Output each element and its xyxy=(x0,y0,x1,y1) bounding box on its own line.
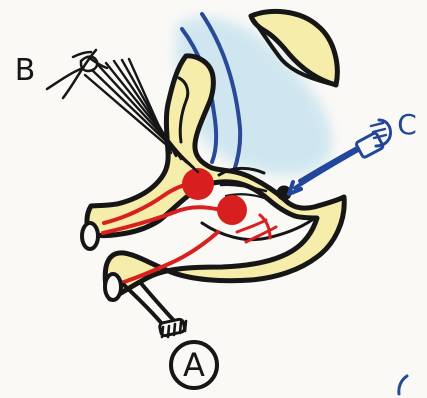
label-a: A xyxy=(183,346,205,384)
red-dot-lower xyxy=(217,195,247,225)
label-b: B xyxy=(15,53,36,88)
label-c: C xyxy=(397,108,417,141)
